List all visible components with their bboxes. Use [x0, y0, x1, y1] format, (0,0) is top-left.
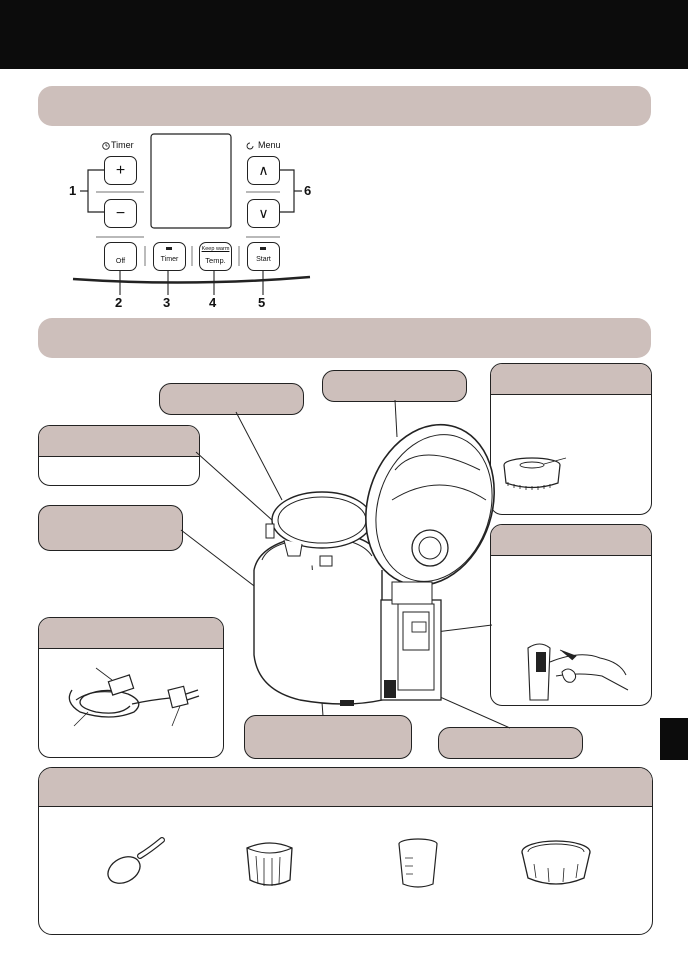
water-container-illustration	[527, 643, 629, 701]
start-button[interactable]: Start	[247, 242, 280, 271]
section-band-parts	[38, 318, 651, 358]
measuring-cup-icon	[398, 838, 438, 888]
callout-number-4: 4	[209, 295, 217, 310]
clock-icon	[102, 142, 110, 150]
box-left-top	[38, 425, 200, 486]
display-window	[150, 133, 232, 229]
minus-symbol: −	[115, 204, 126, 222]
callout-body-side	[38, 505, 183, 551]
callout-number-3: 3	[163, 295, 171, 310]
section-band-control-panel	[38, 86, 651, 126]
keep-warm-temp-button[interactable]: Keep warm Temp.	[199, 242, 232, 271]
callout-number-2: 2	[115, 295, 123, 310]
steaming-tray-icon	[521, 840, 591, 885]
timer-indicator-light	[166, 247, 172, 250]
callout-inner-lid	[159, 383, 304, 415]
callout-bottom	[244, 715, 412, 759]
box-steam-valve	[490, 363, 652, 515]
box-steam-valve-header	[491, 364, 651, 395]
callout-outer-lid	[322, 370, 467, 402]
down-symbol: ∨	[258, 205, 269, 221]
off-button[interactable]: Off	[104, 242, 137, 271]
keep-warm-label: Keep warm	[201, 246, 230, 252]
steam-basket-icon	[246, 842, 293, 886]
menu-up-button[interactable]: ∧	[247, 156, 280, 185]
callout-number-5: 5	[258, 295, 266, 310]
up-symbol: ∧	[258, 162, 269, 178]
callout-number-1: 1	[69, 183, 77, 198]
box-accessories-header	[39, 768, 652, 807]
minus-button[interactable]: −	[104, 199, 137, 228]
callout-number-6: 6	[304, 183, 312, 198]
menu-label: Menu	[258, 140, 281, 150]
spoon-icon	[107, 837, 165, 884]
start-indicator-light	[260, 247, 266, 250]
power-cord-icon	[68, 667, 200, 727]
inner-lid	[265, 491, 373, 567]
box-water-container-header	[491, 525, 651, 556]
steam-valve-part	[503, 457, 567, 490]
plus-button[interactable]: +	[104, 156, 137, 185]
temp-label: Temp.	[205, 256, 226, 265]
outer-lid	[365, 423, 495, 605]
timer-button[interactable]: Timer	[153, 242, 186, 271]
page-side-tab	[660, 718, 688, 760]
box-power-cord-header	[39, 618, 223, 649]
timer-label: Timer	[111, 140, 134, 150]
start-label: Start	[256, 256, 271, 263]
menu-down-button[interactable]: ∨	[247, 199, 280, 228]
box-left-top-header	[39, 426, 199, 457]
header-bar	[0, 0, 688, 69]
off-label: Off	[115, 258, 126, 265]
plus-symbol: +	[115, 161, 126, 179]
callout-base	[438, 727, 583, 759]
timer-key-label: Timer	[160, 256, 179, 263]
menu-icon	[246, 142, 254, 150]
